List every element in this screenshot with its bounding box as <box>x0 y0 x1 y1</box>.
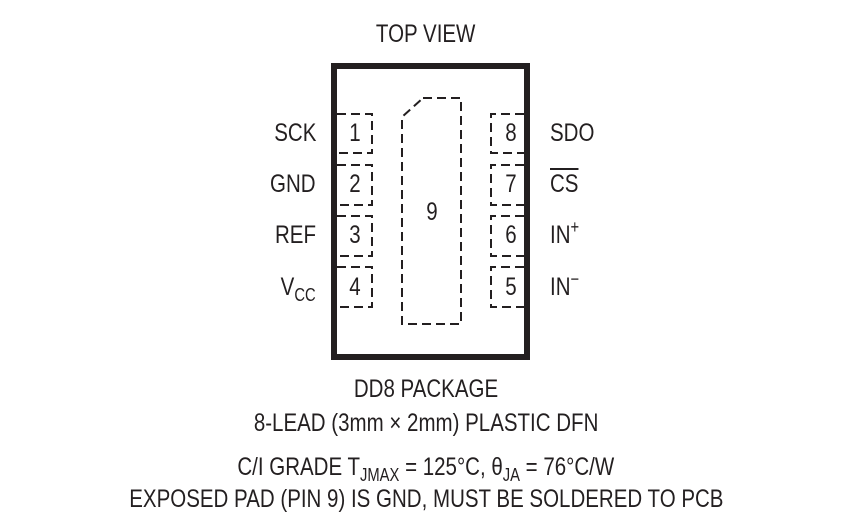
pin-number-9: 9 <box>426 198 438 226</box>
pin-number-6: 6 <box>505 221 517 249</box>
pin-number-4: 4 <box>349 273 361 301</box>
pad-3 <box>337 215 373 257</box>
thermal-prefix: C/I GRADE T <box>237 453 361 481</box>
pin-label-sdo: SDO <box>550 119 595 147</box>
package-name: DD8 PACKAGE <box>353 375 499 403</box>
right-pads <box>490 113 524 308</box>
pin-label-in-plus-sup: + <box>570 217 580 237</box>
pin-label-vcc-sub: CC <box>294 285 316 305</box>
tjmax-value: = 125°C, θ <box>399 453 503 481</box>
tjmax-subscript: JMAX <box>360 465 400 485</box>
pad-1 <box>337 113 373 154</box>
theta-ja-value: = 76°C/W <box>520 453 615 481</box>
pad-7 <box>490 164 524 206</box>
pad-5 <box>490 266 524 308</box>
exposed-pad-9 <box>401 97 462 325</box>
thermal-rating: C/I GRADE TJMAX = 125°C, θJA = 76°C/W <box>0 453 852 485</box>
pad-2 <box>337 164 373 206</box>
pin-number-7: 7 <box>505 170 517 198</box>
theta-ja-subscript: JA <box>502 465 521 485</box>
left-pads <box>337 113 373 308</box>
exposed-pad-note: EXPOSED PAD (PIN 9) IS GND, MUST BE SOLD… <box>128 485 724 513</box>
pad-4 <box>337 266 373 308</box>
pin-label-in-plus-main: IN <box>550 221 571 249</box>
pin-number-1: 1 <box>349 119 361 147</box>
pin-label-in-minus: IN− <box>550 270 586 301</box>
pin-label-vcc: VCC <box>273 273 316 305</box>
pin-label-gnd: GND <box>270 170 316 198</box>
pin-number-5: 5 <box>505 273 517 301</box>
pin-label-in-plus: IN+ <box>550 218 586 249</box>
pin-label-cs-bar: CS <box>550 170 579 198</box>
pin-label-sck: SCK <box>273 119 316 147</box>
pin-label-ref: REF <box>275 221 316 249</box>
pin-label-in-minus-sup: − <box>570 269 580 289</box>
package-body <box>331 63 530 360</box>
pin-number-2: 2 <box>349 170 361 198</box>
pin-number-3: 3 <box>349 221 361 249</box>
pin-label-vcc-main: V <box>280 273 295 301</box>
pin-label-in-minus-main: IN <box>550 273 571 301</box>
pad-8 <box>490 113 524 154</box>
package-description: 8-LEAD (3mm × 2mm) PLASTIC DFN <box>253 409 599 437</box>
diagram-title: TOP VIEW <box>376 20 476 48</box>
pad-6 <box>490 215 524 257</box>
pin-number-8: 8 <box>505 119 517 147</box>
